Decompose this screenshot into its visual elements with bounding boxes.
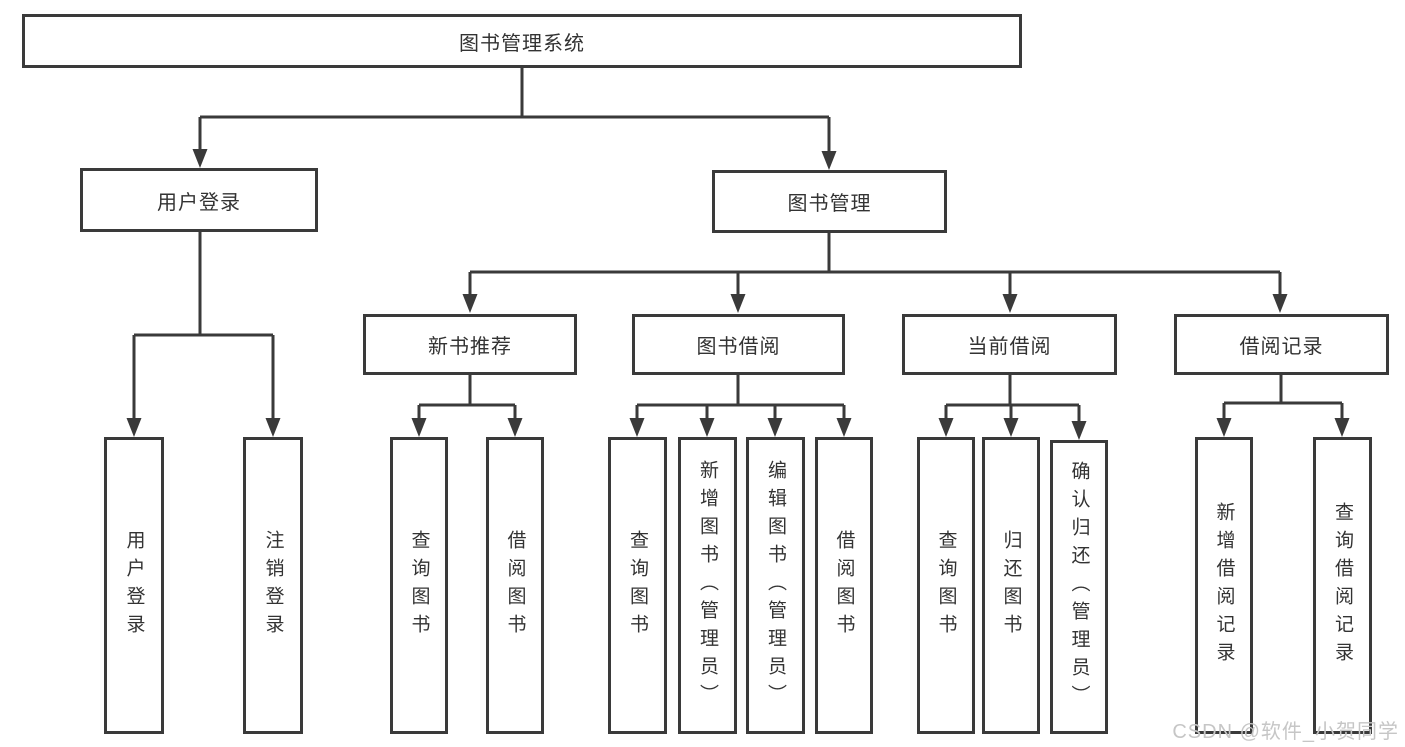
leaf-return-books-label: 归还图书 xyxy=(1000,529,1022,642)
leaf-query-books-2-label: 查询图书 xyxy=(627,529,648,642)
leaf-query-books-1: 查询图书 xyxy=(390,437,448,734)
leaf-add-book-admin-label: 新增图书（管理员） xyxy=(697,459,718,712)
node-book-borrow: 图书借阅 xyxy=(632,314,845,375)
leaf-add-borrow-record: 新增借阅记录 xyxy=(1195,437,1253,734)
leaf-query-borrow-record-label: 查询借阅记录 xyxy=(1332,501,1353,670)
node-user-login: 用户登录 xyxy=(80,168,318,232)
node-root-label: 图书管理系统 xyxy=(459,32,585,55)
leaf-query-books-3-label: 查询图书 xyxy=(935,529,957,642)
leaf-query-books-1-label: 查询图书 xyxy=(408,529,430,642)
leaf-add-book-admin: 新增图书（管理员） xyxy=(678,437,737,734)
node-new-book-recommend-label: 新书推荐 xyxy=(428,336,512,358)
leaf-query-books-3: 查询图书 xyxy=(917,437,975,734)
leaf-return-books: 归还图书 xyxy=(982,437,1040,734)
leaf-borrow-books-1: 借阅图书 xyxy=(486,437,544,734)
node-new-book-recommend: 新书推荐 xyxy=(363,314,577,375)
node-current-borrow: 当前借阅 xyxy=(902,314,1117,375)
node-borrow-records: 借阅记录 xyxy=(1174,314,1389,375)
leaf-confirm-return-admin: 确认归还（管理员） xyxy=(1050,440,1108,734)
node-book-management: 图书管理 xyxy=(712,170,947,233)
leaf-query-borrow-record: 查询借阅记录 xyxy=(1313,437,1372,734)
leaf-borrow-books-2: 借阅图书 xyxy=(815,437,873,734)
leaf-add-borrow-record-label: 新增借阅记录 xyxy=(1213,501,1235,670)
leaf-user-login-label: 用户登录 xyxy=(123,529,145,642)
node-borrow-records-label: 借阅记录 xyxy=(1239,336,1324,358)
leaf-borrow-books-2-label: 借阅图书 xyxy=(833,529,855,642)
node-root: 图书管理系统 xyxy=(22,14,1022,68)
node-user-login-label: 用户登录 xyxy=(157,191,241,214)
leaf-query-books-2: 查询图书 xyxy=(608,437,667,734)
leaf-logout-login: 注销登录 xyxy=(243,437,303,734)
node-current-borrow-label: 当前借阅 xyxy=(967,336,1052,358)
node-book-borrow-label: 图书借阅 xyxy=(696,336,781,358)
leaf-edit-book-admin: 编辑图书（管理员） xyxy=(746,437,805,734)
leaf-confirm-return-admin-label: 确认归还（管理员） xyxy=(1068,461,1090,713)
leaf-edit-book-admin-label: 编辑图书（管理员） xyxy=(765,459,786,712)
leaf-logout-login-label: 注销登录 xyxy=(262,529,284,642)
leaf-user-login: 用户登录 xyxy=(104,437,164,734)
leaf-borrow-books-1-label: 借阅图书 xyxy=(504,529,526,642)
node-book-management-label: 图书管理 xyxy=(787,193,872,215)
watermark: CSDN @软件_小贺同学 xyxy=(1172,721,1399,743)
